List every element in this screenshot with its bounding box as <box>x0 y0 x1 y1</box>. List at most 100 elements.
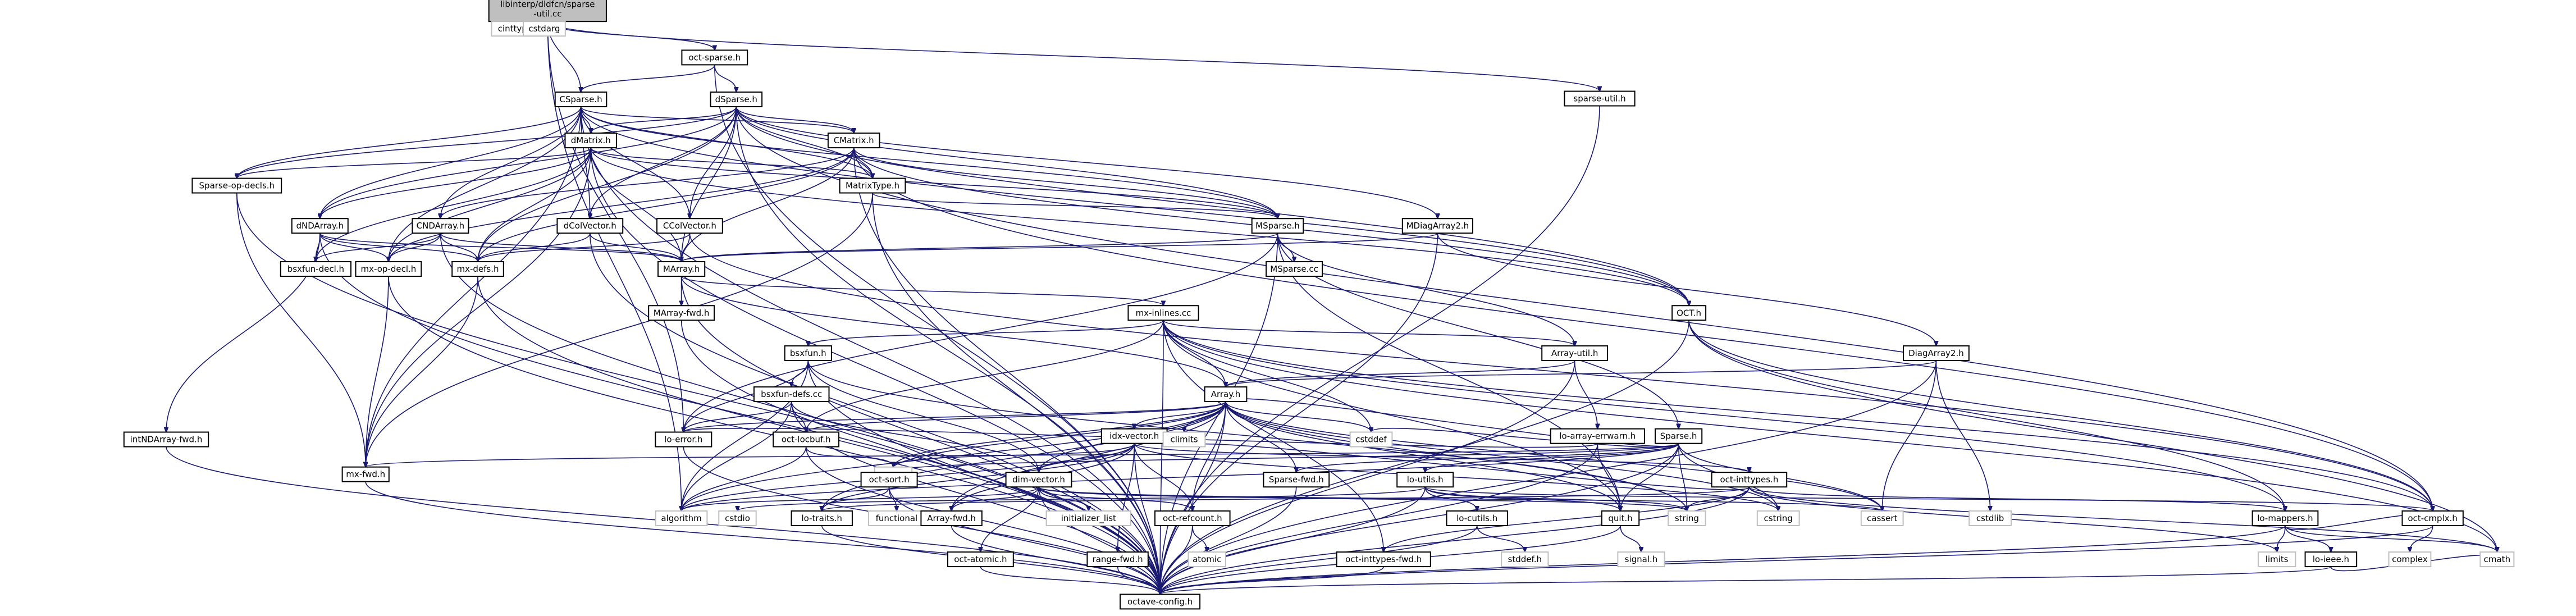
node-bsxfun[interactable]: bsxfun.h <box>784 345 832 361</box>
node-box <box>1005 472 1072 488</box>
edge-MatrixType-to-mx_fwd <box>366 193 873 467</box>
edge-dim_vector-to-oct_atomic <box>980 487 1039 552</box>
node-dSparse[interactable]: dSparse.h <box>710 91 763 107</box>
node-box <box>839 177 906 194</box>
node-Array-util[interactable]: Array-util.h <box>1541 345 1608 361</box>
node-lo-array-errwarn[interactable]: lo-array-errwarn.h <box>1550 428 1645 444</box>
edge-dMatrix-to-mx_fwd <box>366 148 592 467</box>
node-range-fwd[interactable]: range-fwd.h <box>1086 551 1149 568</box>
edge-mx_inlines-to-quit <box>1163 320 1620 511</box>
node-CNDArray[interactable]: CNDArray.h <box>412 218 469 234</box>
edge-lo_cutils-to-stddef <box>1476 525 1525 552</box>
node-oct-sparse[interactable]: oct-sparse.h <box>681 49 748 66</box>
node-lo-utils[interactable]: lo-utils.h <box>1396 472 1454 488</box>
node-oct-locbuf[interactable]: oct-locbuf.h <box>773 431 839 448</box>
node-dim-vector[interactable]: dim-vector.h <box>1005 472 1072 488</box>
node-MSparse[interactable]: MSparse.h <box>1251 218 1304 234</box>
edge-Sparse-to-oct_sort <box>889 442 1679 473</box>
node-label: MArray-fwd.h <box>654 308 710 318</box>
node-mx-defs[interactable]: mx-defs.h <box>451 261 504 277</box>
node-box <box>1396 472 1454 488</box>
node-Sparse-op-decls[interactable]: Sparse-op-decls.h <box>191 177 282 194</box>
node-Array[interactable]: Array.h <box>1204 386 1248 403</box>
node-DiagArray2[interactable]: DiagArray2.h <box>1903 345 1970 361</box>
node-mx-fwd[interactable]: mx-fwd.h <box>341 466 390 482</box>
edge-Sparse-to-Array <box>1226 399 1679 447</box>
edge-Array_fwd-to-octave_config <box>951 525 1160 594</box>
edge-MSparse-to-Array_util <box>1277 233 1575 346</box>
node-intNDArray-fwd[interactable]: intNDArray-fwd.h <box>123 431 209 448</box>
node-box <box>1263 472 1330 488</box>
node-box <box>753 386 830 403</box>
edge-CSparse-to-mx_op_decl <box>389 106 582 262</box>
node-mx-inlines[interactable]: mx-inlines.cc <box>1127 305 1199 321</box>
edge-oct_h-to-lo_mappers <box>1688 320 2285 511</box>
node-MatrixType[interactable]: MatrixType.h <box>839 177 906 194</box>
node-octave-config[interactable]: octave-config.h <box>1120 594 1201 610</box>
edge-dim_vector-to-cassert <box>1038 486 1882 511</box>
edge-Array_util-to-octave_config <box>1160 360 1575 594</box>
edge-oct_inttypes-to-climits <box>1184 444 1750 490</box>
node-dNDArray[interactable]: dNDArray.h <box>291 218 349 234</box>
node-oct-h[interactable]: OCT.h <box>1671 305 1707 321</box>
node-label: Array.h <box>1211 389 1241 399</box>
node-label: CSparse.h <box>559 94 602 104</box>
edge-CMatrix-to-mx_op_decl <box>389 148 855 262</box>
node-oct-atomic[interactable]: oct-atomic.h <box>947 551 1014 568</box>
edge-CSparse-to-dColVector <box>580 106 590 218</box>
edge-dMatrix-to-octave_config <box>590 148 1160 594</box>
node-lo-ieee[interactable]: lo-ieee.h <box>2304 551 2358 568</box>
edge-Array-to-climits <box>1184 401 1226 432</box>
edge-CMatrix-to-octave_config <box>853 148 1160 594</box>
node-MDiagArray2[interactable]: MDiagArray2.h <box>1401 218 1474 234</box>
node-box <box>1266 261 1323 277</box>
node-atomic: atomic <box>1187 551 1226 568</box>
node-MSparse-cc[interactable]: MSparse.cc <box>1266 261 1323 277</box>
node-mx-op-decl[interactable]: mx-op-decl.h <box>355 261 422 277</box>
edge-dSparse-to-oct_h <box>736 106 1689 305</box>
node-box <box>1187 551 1226 568</box>
node-CColVector[interactable]: CColVector.h <box>656 218 723 234</box>
node-box <box>655 510 708 526</box>
node-oct-inttypes[interactable]: oct-inttypes.h <box>1711 472 1788 488</box>
node-box <box>2258 551 2296 568</box>
node-oct-sort[interactable]: oct-sort.h <box>860 472 918 488</box>
node-lo-traits[interactable]: lo-traits.h <box>791 510 853 526</box>
graph-edges <box>166 16 2497 595</box>
node-CSparse[interactable]: CSparse.h <box>554 91 608 107</box>
node-box <box>554 91 608 107</box>
node-label: dim-vector.h <box>1012 474 1065 485</box>
node-sparse-util[interactable]: sparse-util.h <box>1564 90 1636 107</box>
node-lo-mappers[interactable]: lo-mappers.h <box>2251 510 2319 526</box>
node-MArray-fwd[interactable]: MArray-fwd.h <box>648 305 715 321</box>
node-root[interactable]: libinterp/dldfcn/sparse-util.cc <box>488 0 607 22</box>
node-oct-inttypes-fwd[interactable]: oct-inttypes-fwd.h <box>1336 551 1431 568</box>
node-bsxfun-decl[interactable]: bsxfun-decl.h <box>280 261 351 277</box>
node-dMatrix[interactable]: dMatrix.h <box>564 133 618 149</box>
node-Sparse-fwd[interactable]: Sparse-fwd.h <box>1263 472 1330 488</box>
node-lo-cutils[interactable]: lo-cutils.h <box>1446 510 1508 526</box>
node-label: cassert <box>1867 513 1897 523</box>
node-lo-error[interactable]: lo-error.h <box>655 431 712 448</box>
node-MArray[interactable]: MArray.h <box>657 261 706 277</box>
node-dColVector[interactable]: dColVector.h <box>556 218 624 234</box>
edge-Sparse-to-cstddef <box>1371 428 1679 448</box>
edge-DiagArray2-to-Array <box>1226 360 1937 387</box>
node-box <box>773 431 839 448</box>
edge-Sparse-to-mx_fwd <box>366 442 1679 467</box>
node-bsxfun-defs[interactable]: bsxfun-defs.cc <box>753 386 830 403</box>
edge-CMatrix-to-oct_cmplx <box>853 148 2433 511</box>
node-label: oct-inttypes-fwd.h <box>1345 554 1422 564</box>
node-quit[interactable]: quit.h <box>1601 510 1640 526</box>
node-label: Array-fwd.h <box>927 513 976 523</box>
node-box <box>1550 428 1645 444</box>
node-box <box>1501 551 1549 568</box>
node-idx-vector[interactable]: idx-vector.h <box>1100 428 1168 444</box>
node-oct-refcount[interactable]: oct-refcount.h <box>1154 510 1231 526</box>
node-CMatrix[interactable]: CMatrix.h <box>827 133 880 149</box>
node-Array-fwd[interactable]: Array-fwd.h <box>920 510 983 526</box>
edge-oct_cmplx-to-complex <box>2410 525 2433 552</box>
node-Sparse[interactable]: Sparse.h <box>1655 428 1703 444</box>
edge-dSparse-to-octave_config <box>736 106 1160 594</box>
node-oct-cmplx[interactable]: oct-cmplx.h <box>2401 510 2464 526</box>
